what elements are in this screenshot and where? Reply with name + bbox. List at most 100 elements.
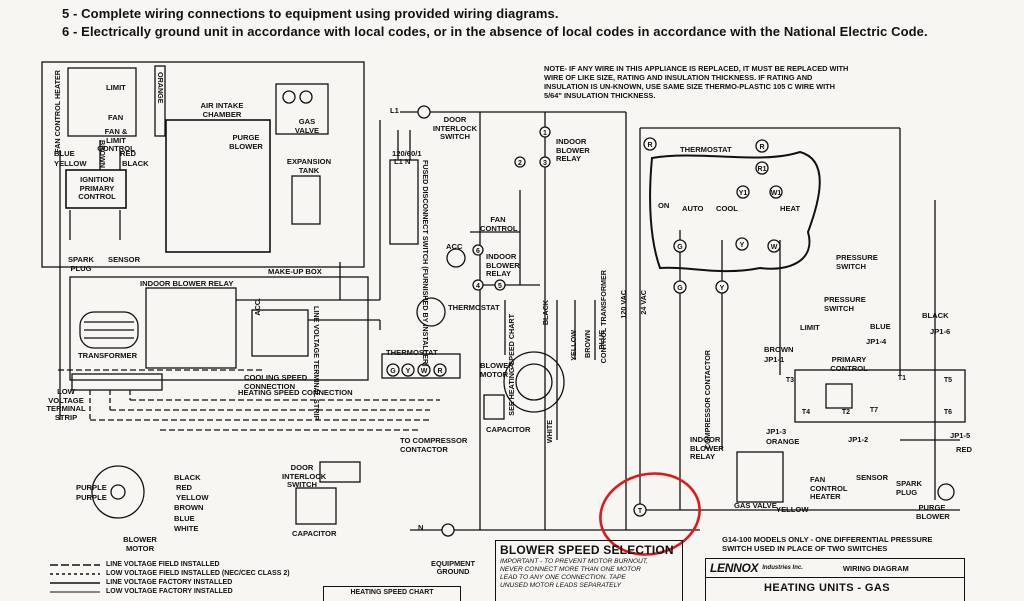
label-limit: LIMIT xyxy=(106,83,126,92)
label-jp1-4: JP1-4 xyxy=(866,337,887,346)
label-transformer: TRANSFORMER xyxy=(78,351,138,360)
label-orange-right: ORANGE xyxy=(766,437,800,446)
label-thermostat-upper: THERMOSTAT xyxy=(448,303,500,312)
label-pressure-switch-1: PRESSURE SWITCH xyxy=(836,253,878,271)
label-fan: FAN xyxy=(108,113,124,122)
instruction-6: 6 - Electrically ground unit in accordan… xyxy=(62,24,928,39)
label-expansion-tank: EXPANSION TANK xyxy=(286,157,332,175)
terminal-w: W xyxy=(771,244,778,251)
label-cool: COOL xyxy=(716,204,738,213)
terminal-y1: Y1 xyxy=(739,190,748,197)
blower-speed-line: UNUSED MOTOR LEADS SEPARATELY xyxy=(500,582,622,589)
thermostat-box xyxy=(381,353,461,379)
label-blue-right: BLUE xyxy=(870,322,891,331)
label-indoor-blower-relay-mid: INDOOR BLOWER RELAY xyxy=(486,252,520,278)
blower-speed-title: BLOWER SPEED SELECTION xyxy=(500,543,674,557)
tstat-terminal-y: Y xyxy=(406,368,411,375)
legend-line-icon xyxy=(50,572,100,575)
label-line-voltage-strip: LINE VOLTAGE TERMINAL STRIP xyxy=(312,306,321,421)
terminal-6: 6 xyxy=(476,248,480,255)
terminal-y-lower: Y xyxy=(720,285,725,292)
gas-valve-box xyxy=(275,83,329,135)
label-low-voltage-strip: LOW VOLTAGE TERMINAL STRIP xyxy=(46,387,86,422)
terminal-t1: T1 xyxy=(898,375,906,382)
label-pressure-switch-2: PRESSURE SWITCH xyxy=(824,295,866,313)
label-purple-1: PURPLE xyxy=(76,483,107,492)
label-door-interlock-lower: DOOR INTERLOCK SWITCH xyxy=(282,463,327,489)
legend-line-icon xyxy=(50,591,100,592)
blower-speed-selection: BLOWER SPEED SELECTION IMPORTANT - TO PR… xyxy=(495,540,683,601)
heating-speed-chart: HEATING SPEED CHART xyxy=(323,586,461,601)
label-n: N xyxy=(418,523,424,532)
orange-wire-box xyxy=(154,65,166,137)
transformer-shape xyxy=(79,311,139,349)
primary-control-box xyxy=(794,369,966,423)
label-to-compressor: TO COMPRESSOR CONTACTOR xyxy=(400,436,468,454)
label-l1-n: L1 N xyxy=(394,157,411,166)
lennox-suffix: Industries Inc. xyxy=(762,565,803,571)
label-brown-right: BROWN xyxy=(764,345,794,354)
label-purge-blower: PURGE BLOWER xyxy=(229,133,263,151)
air-intake-box xyxy=(165,119,271,253)
terminal-t7: T7 xyxy=(870,407,878,414)
label-acc-center: ACC xyxy=(446,242,463,251)
furnace-outline xyxy=(41,61,365,268)
document-title: HEATING UNITS - GAS xyxy=(764,582,890,594)
title-block: LENNOX Industries Inc. WIRING DIAGRAM HE… xyxy=(705,558,965,601)
label-blue: BLUE xyxy=(54,149,75,158)
blower-speed-body: IMPORTANT - TO PREVENT MOTOR BURNOUT, NE… xyxy=(496,557,682,591)
blower-speed-line: LEAD TO ANY ONE CONNECTION. TAPE xyxy=(500,574,626,581)
door-interlock-box xyxy=(319,461,361,483)
highlight-circle xyxy=(599,472,701,556)
label-purge-blower-right: PURGE BLOWER xyxy=(916,503,950,521)
label-white-center: WHITE xyxy=(545,420,554,444)
label-make-up-box: MAKE-UP BOX xyxy=(268,267,322,276)
label-limit-right: LIMIT xyxy=(800,323,820,332)
label-brown: BROWN xyxy=(98,140,107,168)
tstat-terminal-g: G xyxy=(390,368,396,375)
label-gas-valve-right: GAS VALVE xyxy=(734,501,777,510)
label-cooling-speed: COOLING SPEED CONNECTION xyxy=(244,373,308,391)
label-blower-motor-center: BLOWER MOTOR xyxy=(480,361,514,379)
label-jp1-6: JP1-6 xyxy=(930,327,951,336)
label-indoor-blower-relay: INDOOR BLOWER RELAY xyxy=(140,279,234,288)
tstat-terminal-w: W xyxy=(421,368,428,375)
label-fused-disconnect: FUSED DISCONNECT SWITCH (FURNISHED BY IN… xyxy=(421,160,430,367)
terminal-4: 4 xyxy=(476,283,480,290)
terminal-y: Y xyxy=(740,242,745,249)
equipment-ground: EQUIPMENT GROUND xyxy=(431,559,475,576)
blower-speed-line: NEVER CONNECT MORE THAN ONE MOTOR xyxy=(500,566,641,573)
fan-limit-box xyxy=(67,67,137,137)
legend-line-icon xyxy=(50,563,100,566)
legend-label: LINE VOLTAGE FACTORY INSTALLED xyxy=(106,579,233,586)
label-brown-wire: BROWN xyxy=(174,503,204,512)
label-volts: 120/60/1 xyxy=(392,149,422,158)
terminal-g-lower: G xyxy=(677,285,683,292)
label-fan-control-heater-right: FAN CONTROL HEATER xyxy=(810,475,848,501)
terminal-t3: T3 xyxy=(786,377,794,384)
legend-line-icon xyxy=(50,581,100,584)
label-thermostat-right: THERMOSTAT xyxy=(680,145,732,154)
label-black: BLACK xyxy=(122,159,149,168)
terminal-t2: T2 xyxy=(842,409,850,416)
label-white-wire: WHITE xyxy=(174,524,199,533)
indoor-relay-box xyxy=(145,287,237,369)
blower-speed-line: IMPORTANT - TO PREVENT MOTOR BURNOUT, xyxy=(500,558,649,565)
label-heat: HEAT xyxy=(780,204,801,213)
tstat-terminal-r: R xyxy=(437,368,442,375)
label-sensor-right: SENSOR xyxy=(856,473,889,482)
label-l1: L1 xyxy=(390,106,399,115)
terminal-t: T xyxy=(638,508,643,515)
label-auto: AUTO xyxy=(682,204,704,213)
legend-label: LOW VOLTAGE FACTORY INSTALLED xyxy=(106,588,233,595)
terminal-w1: W1 xyxy=(771,190,782,197)
label-jp1-1: JP1-1 xyxy=(764,355,785,364)
label-red-right: RED xyxy=(956,445,973,454)
terminal-g: G xyxy=(677,244,683,251)
legend-label: LOW VOLTAGE FIELD INSTALLED (NEC/CEC CLA… xyxy=(106,570,290,577)
disconnect-switch xyxy=(389,159,419,245)
terminal-3: 3 xyxy=(543,160,547,167)
label-yellow-center: YELLOW xyxy=(569,330,578,361)
